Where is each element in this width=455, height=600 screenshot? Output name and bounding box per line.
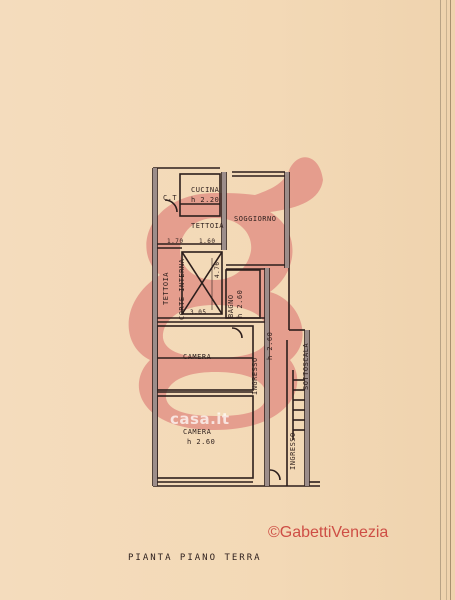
watermark-credit: ©GabettiVenezia: [268, 524, 389, 541]
wall-fills: [153, 168, 309, 486]
paper-edge: [450, 0, 451, 600]
room-height-ingresso-1: h 2.60: [266, 331, 274, 360]
room-label-ingresso-2: INGRESSO: [289, 432, 297, 470]
room-label-camera-1: CAMERA: [183, 353, 212, 361]
room-label-ct: C.T: [163, 194, 178, 202]
paper-edge: [446, 0, 447, 600]
room-height-bagno: h 2.60: [236, 289, 244, 318]
dimension-label: 3.05: [190, 309, 207, 316]
dimension-label: 1.70: [167, 238, 184, 245]
room-label-soggiorno: SOGGIORNO: [234, 215, 277, 223]
room-label-corte-interna: CORTE INTERNA: [178, 258, 186, 320]
room-label-bagno: BAGNO: [227, 294, 235, 318]
dimension-label: 1.60: [199, 238, 216, 245]
room-height-cucina: h 2.20: [191, 196, 220, 204]
room-label-camera-2: CAMERA: [183, 428, 212, 436]
room-label-ingresso-1: INGRESSO: [251, 357, 259, 395]
watermark-casa-it: casa.it: [170, 410, 230, 428]
dimension-label: 4.76: [214, 261, 221, 278]
room-label-tettoia-side: TETTOIA: [162, 271, 170, 305]
room-height-camera-2: h 2.60: [187, 438, 216, 446]
room-label-cucina: CUCINA: [191, 186, 220, 194]
plan-caption: PIANTA PIANO TERRA: [128, 553, 262, 563]
paper-edge: [440, 0, 441, 600]
room-label-tettoia-top: TETTOIA: [191, 222, 225, 230]
room-label-sottoscala: SOTTOSCALA: [302, 342, 310, 390]
